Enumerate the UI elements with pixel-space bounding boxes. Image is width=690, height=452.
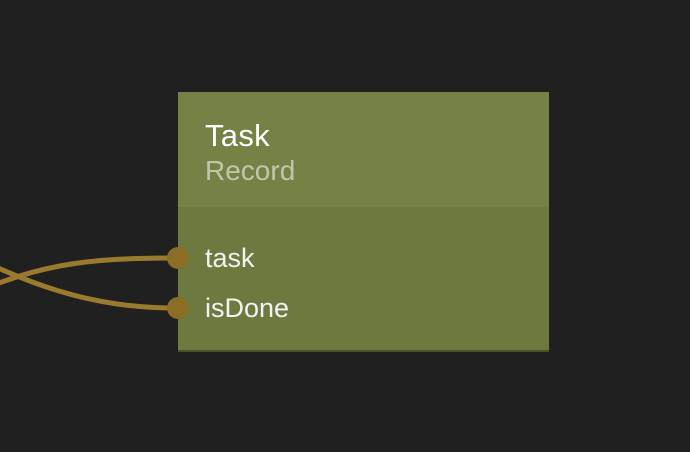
node-subtitle: Record: [205, 155, 296, 186]
node-body: task isDone: [167, 207, 549, 352]
node-title: Task: [205, 118, 270, 153]
port-row-isdone: isDone: [167, 283, 549, 333]
connection-wire-isdone: [0, 266, 181, 311]
port-label-isdone: isDone: [205, 292, 290, 323]
port-dot-task[interactable]: [167, 247, 189, 269]
port-label-task: task: [205, 242, 255, 273]
node-header[interactable]: Task Record: [178, 92, 549, 207]
port-row-task: task: [167, 233, 549, 283]
connection-wire-task: [0, 255, 181, 286]
port-dot-isdone[interactable]: [167, 297, 189, 319]
node-task[interactable]: Task Record task isDone: [167, 92, 549, 352]
